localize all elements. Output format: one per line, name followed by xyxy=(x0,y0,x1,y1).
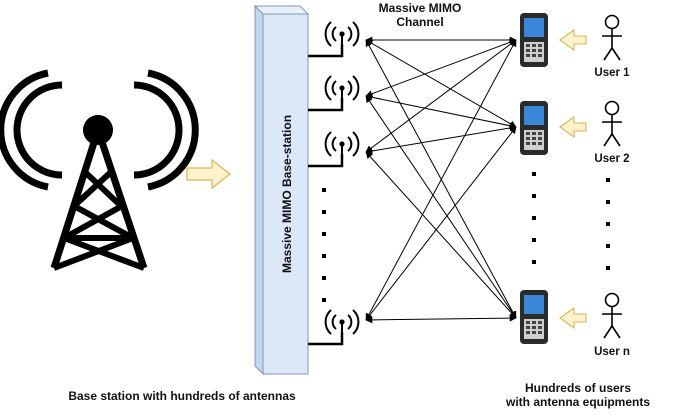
base-station-caption: Base station with hundreds of antennas xyxy=(68,389,296,403)
antenna-icon xyxy=(324,21,360,53)
channel-links xyxy=(365,36,517,324)
antenna-icon xyxy=(324,309,360,341)
user-to-phone-arrow-icon xyxy=(559,115,587,139)
antenna-ellipsis xyxy=(322,188,326,302)
users-caption-line1: Hundreds of users xyxy=(525,381,631,395)
tower-icon xyxy=(0,69,199,271)
user-icon xyxy=(601,14,623,61)
users-caption-line2: with antenna equipments xyxy=(505,395,650,409)
phone-ellipsis xyxy=(532,172,536,264)
mobile-phone-icon xyxy=(520,101,548,155)
channel-title-line2: Channel xyxy=(396,15,443,29)
user-label: User 2 xyxy=(594,153,629,165)
user-label: User n xyxy=(594,346,630,358)
user-label: User 1 xyxy=(594,67,630,79)
user-to-phone-arrow-icon xyxy=(559,28,587,52)
base-station-block: Massive MIMO Base-station xyxy=(253,4,310,376)
user-to-phone-arrow-icon xyxy=(559,306,587,330)
antenna-icon xyxy=(324,75,360,107)
mobile-phone-icon xyxy=(520,290,548,344)
user-icon xyxy=(601,292,623,339)
channel-title-line1: Massive MIMO xyxy=(379,1,462,15)
base-station-label: Massive MIMO Base-station xyxy=(280,115,294,273)
antenna-icon xyxy=(324,131,360,163)
user-ellipsis xyxy=(606,178,610,270)
user-icon xyxy=(601,100,623,147)
mobile-phone-icon xyxy=(520,13,548,67)
arrow-to-base-station-icon xyxy=(186,158,231,190)
